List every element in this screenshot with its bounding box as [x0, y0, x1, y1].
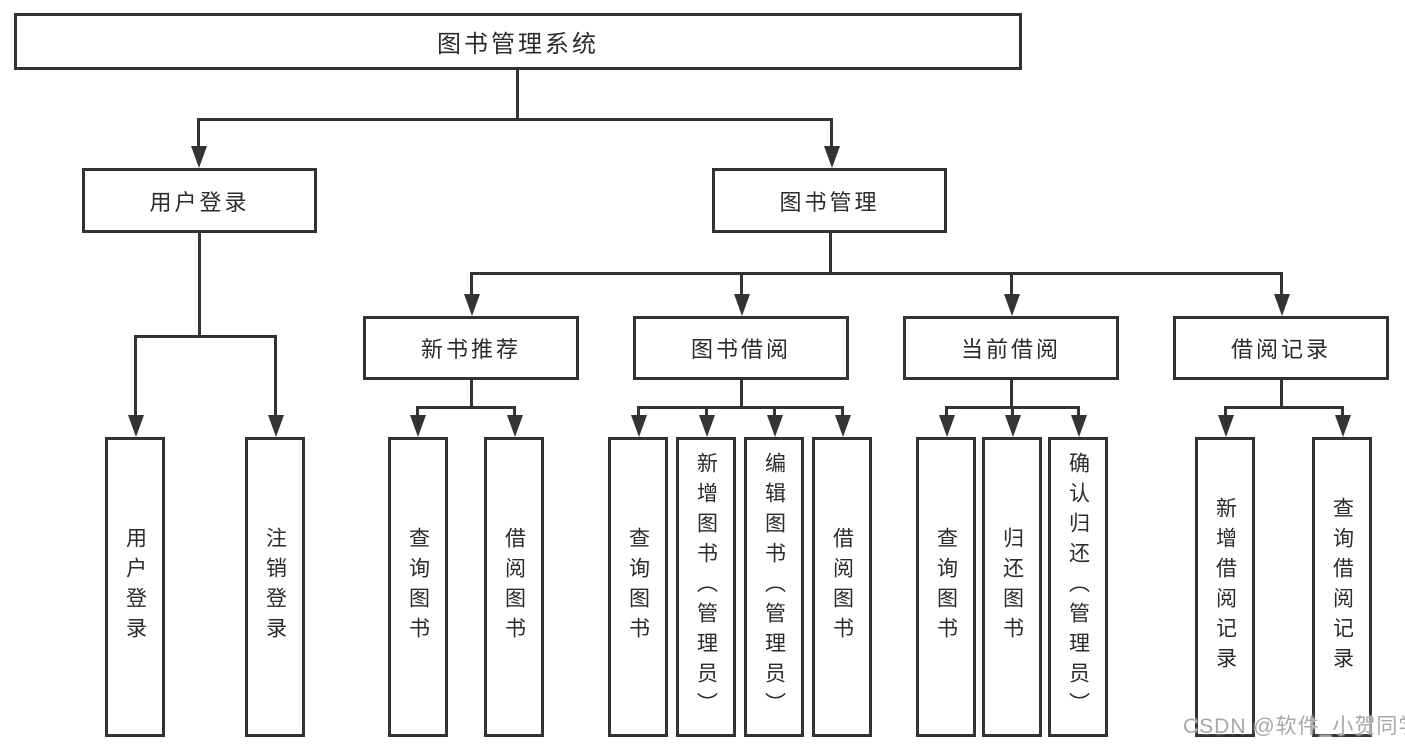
leaf-label: 查询图书 — [626, 527, 650, 647]
arrow-to-new-book-recommendation — [470, 272, 473, 296]
node-book-borrowing: 图书借阅 — [633, 316, 849, 380]
connector-root-down — [516, 70, 519, 118]
connector-book-management-down — [829, 233, 832, 274]
arrow-to-query-books-2 — [637, 406, 640, 417]
node-book-management: 图书管理 — [712, 168, 947, 233]
leaf-label: 确认归还（管理员） — [1066, 452, 1090, 722]
leaf-borrow-books-2: 借阅图书 — [812, 437, 872, 737]
leaf-label: 编辑图书（管理员） — [762, 452, 786, 722]
arrow-to-leaf-logout — [274, 335, 277, 417]
arrow-to-leaf-user-login — [134, 335, 137, 417]
arrow-to-borrow-books-2 — [841, 406, 844, 417]
leaf-borrow-books-1: 借阅图书 — [484, 437, 544, 737]
node-label: 借阅记录 — [1230, 337, 1331, 362]
arrow-to-book-management — [830, 118, 833, 148]
leaf-label: 新增借阅记录 — [1213, 497, 1237, 677]
node-label: 图书管理系统 — [437, 31, 599, 58]
connector-new-book-split — [416, 406, 515, 409]
arrow-to-user-login — [197, 118, 200, 148]
leaf-return-books: 归还图书 — [982, 437, 1042, 737]
connector-user-login-split — [134, 335, 277, 338]
leaf-query-borrow-record: 查询借阅记录 — [1312, 437, 1372, 737]
connector-level2-split — [197, 118, 833, 121]
leaf-label: 新增图书（管理员） — [694, 452, 718, 722]
leaf-label: 查询图书 — [934, 527, 958, 647]
arrow-to-book-borrowing — [740, 272, 743, 296]
node-borrowing-records: 借阅记录 — [1173, 316, 1389, 380]
connector-borrowing-records-split — [1224, 406, 1343, 409]
leaf-label: 查询借阅记录 — [1330, 497, 1354, 677]
leaf-label: 归还图书 — [1000, 527, 1024, 647]
connector-book-borrowing-split — [637, 406, 843, 409]
leaf-query-books-3: 查询图书 — [916, 437, 976, 737]
leaf-add-borrow-record: 新增借阅记录 — [1195, 437, 1255, 737]
arrow-to-current-borrowing — [1010, 272, 1013, 296]
node-user-login: 用户登录 — [82, 168, 317, 233]
leaf-label: 注销登录 — [263, 527, 287, 647]
leaf-query-books-1: 查询图书 — [388, 437, 448, 737]
node-current-borrowing: 当前借阅 — [903, 316, 1119, 380]
leaf-label: 用户登录 — [123, 527, 147, 647]
leaf-label: 借阅图书 — [830, 527, 854, 647]
node-library-management-system: 图书管理系统 — [14, 13, 1022, 70]
arrow-to-add-book — [705, 406, 708, 417]
leaf-logout: 注销登录 — [245, 437, 305, 737]
connector-new-book-down — [470, 380, 473, 408]
arrow-to-query-books-1 — [416, 406, 419, 417]
arrow-to-borrow-books-1 — [513, 406, 516, 417]
node-label: 图书借阅 — [690, 337, 791, 362]
csdn-watermark: CSDN @软件_小贺同学 — [1183, 715, 1405, 738]
leaf-user-login: 用户登录 — [105, 437, 165, 737]
leaf-confirm-return-admin: 确认归还（管理员） — [1048, 437, 1108, 737]
arrow-to-borrowing-records — [1280, 272, 1283, 296]
node-label: 新书推荐 — [420, 337, 521, 362]
connector-book-borrowing-down — [740, 380, 743, 408]
arrow-to-return-books — [1011, 406, 1014, 417]
arrow-to-edit-book — [773, 406, 776, 417]
node-label: 图书管理 — [779, 189, 880, 215]
node-new-book-recommendation: 新书推荐 — [363, 316, 579, 380]
arrow-to-query-books-3 — [945, 406, 948, 417]
leaf-label: 查询图书 — [406, 527, 430, 647]
connector-user-login-down — [198, 233, 201, 337]
arrow-to-query-borrow-record — [1341, 406, 1344, 417]
leaf-add-book-admin: 新增图书（管理员） — [676, 437, 736, 737]
leaf-edit-book-admin: 编辑图书（管理员） — [744, 437, 804, 737]
connector-level3-split — [470, 272, 1282, 275]
node-label: 用户登录 — [149, 189, 250, 215]
leaf-query-books-2: 查询图书 — [608, 437, 668, 737]
arrow-to-add-borrow-record — [1224, 406, 1227, 417]
node-label: 当前借阅 — [960, 337, 1061, 362]
arrow-to-confirm-return — [1077, 406, 1080, 417]
connector-borrowing-records-down — [1280, 380, 1283, 408]
leaf-label: 借阅图书 — [502, 527, 526, 647]
connector-current-borrowing-down — [1010, 380, 1013, 408]
